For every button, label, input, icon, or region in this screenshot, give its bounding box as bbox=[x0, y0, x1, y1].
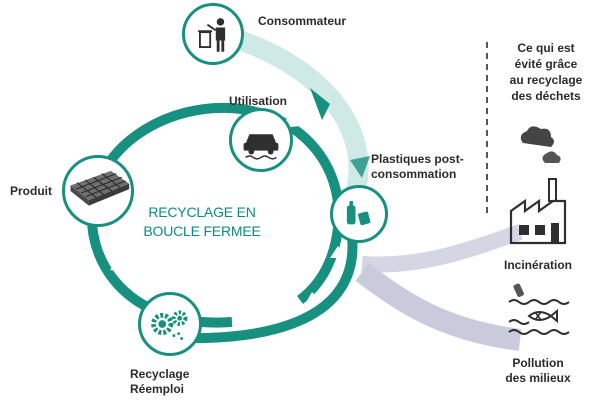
center-title-line2: BOUCLE FERMEE bbox=[143, 223, 261, 239]
pollution-label-line1: Pollution bbox=[512, 356, 564, 370]
avoided-panel-title: Ce qui est évité grâce au recyclage des … bbox=[497, 40, 595, 104]
arrow-to-pollution bbox=[355, 263, 522, 351]
panel-title-line2: évité grâce bbox=[514, 57, 578, 71]
arrow-to-incineration bbox=[361, 224, 523, 273]
utilisation-label: Utilisation bbox=[229, 94, 288, 108]
recyclage-label-line2: Réemploi bbox=[130, 382, 185, 396]
loop-arrow-bottom bbox=[110, 258, 126, 272]
pollution-label-line2: des milieux bbox=[505, 371, 571, 385]
produit-node bbox=[62, 155, 134, 227]
incineration-label: Incinération bbox=[503, 258, 572, 272]
recyclage-label-line1: Recyclage bbox=[130, 367, 190, 381]
factory-icon bbox=[509, 126, 567, 245]
loop-arrow-lower bbox=[304, 292, 322, 306]
car-icon bbox=[243, 134, 279, 160]
loop-arrow-right bbox=[330, 246, 346, 258]
consommateur-node bbox=[182, 3, 244, 65]
consommateur-label: Consommateur bbox=[258, 14, 347, 28]
plastiques-label-line1: Plastiques post- bbox=[371, 152, 464, 166]
outer-loop-ring bbox=[179, 235, 358, 344]
polluted-water-icon bbox=[508, 283, 570, 335]
gears-icon bbox=[151, 310, 188, 340]
produit-label: Produit bbox=[10, 184, 52, 198]
bottles-icon bbox=[346, 201, 371, 226]
plastiques-node bbox=[330, 185, 388, 243]
consumer-arrow-head bbox=[310, 88, 330, 120]
center-title-line1: RECYCLAGE EN bbox=[148, 204, 256, 220]
trash-person-icon bbox=[198, 18, 226, 52]
panel-title-line1: Ce qui est bbox=[517, 41, 575, 55]
recyclage-node bbox=[138, 292, 202, 356]
utilisation-node bbox=[229, 108, 293, 172]
plastiques-label-line2: consommation bbox=[371, 167, 457, 181]
panel-title-line4: des déchets bbox=[511, 89, 581, 103]
center-title: RECYCLAGE EN BOUCLE FERMEE bbox=[128, 203, 276, 241]
panel-title-line3: au recyclage bbox=[509, 73, 583, 87]
pallet-icon bbox=[70, 170, 130, 206]
plastics-arrow-head bbox=[350, 156, 370, 178]
